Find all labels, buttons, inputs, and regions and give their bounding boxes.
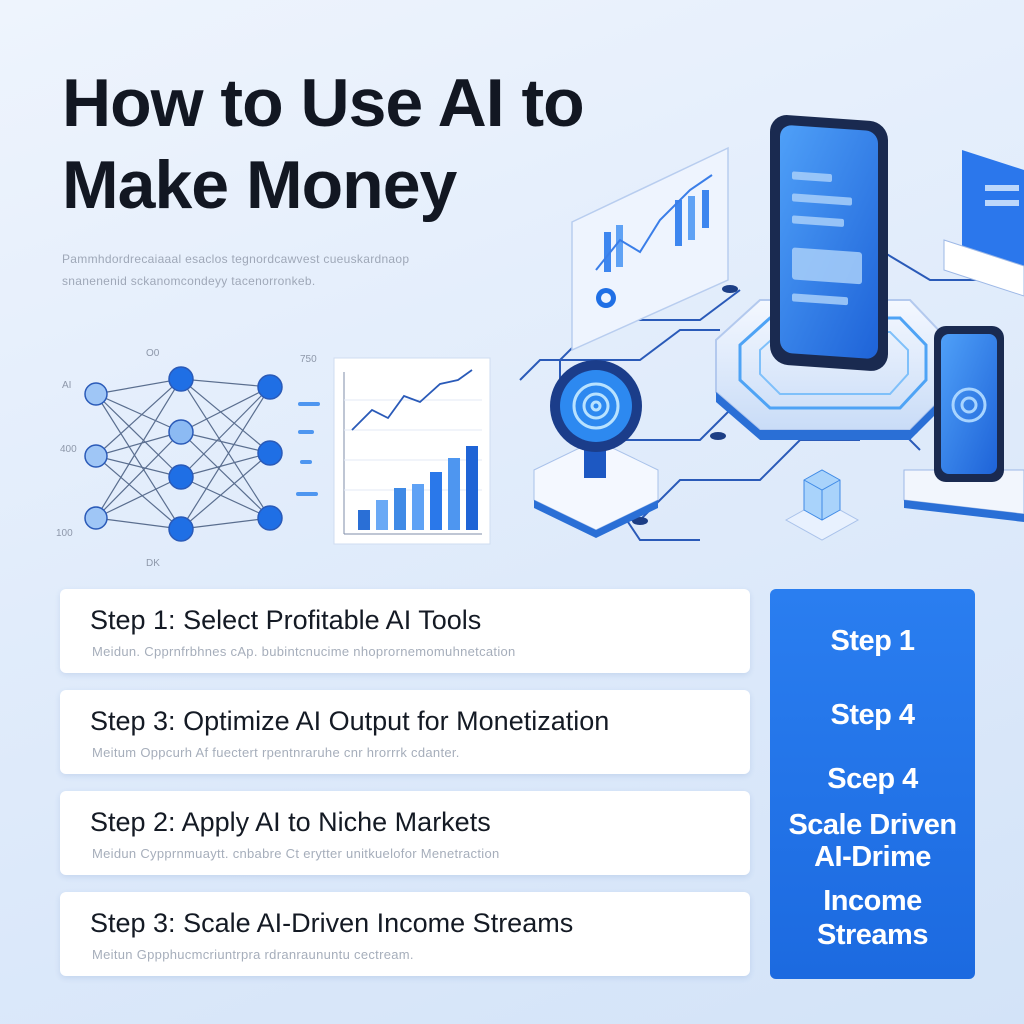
step-summary-panel: Step 1 Step 4 Scep 4 Scale Driven AI-Dri…	[770, 589, 975, 979]
small-phone-device	[903, 326, 1024, 522]
step-card-1: Step 1: Select Profitable AI Tools Meidu…	[60, 589, 750, 673]
network-label-left-2: 400	[60, 444, 77, 455]
page-title: How to Use AI to Make Money	[62, 65, 585, 223]
mini-dashboard-chart	[333, 357, 491, 545]
panel-item-5: AI-Drime	[814, 841, 931, 873]
data-cube	[784, 469, 860, 541]
neural-network-diagram: O0 AI 400 100 DK 750	[56, 348, 320, 569]
panel-item-2: Step 4	[830, 699, 915, 731]
subtitle-line-2: snanenenid sckanomcondeyy tacenorronkeb.	[62, 274, 316, 288]
step-card-4: Step 3: Scale AI-Driven Income Streams M…	[60, 892, 750, 976]
panel-item-7: Streams	[817, 919, 928, 951]
network-label-left-1: AI	[62, 380, 71, 391]
step-card-description: Meidun Cypprnmuaytt. cnbabre Ct erytter …	[92, 846, 500, 861]
step-card-title: Step 3: Scale AI-Driven Income Streams	[90, 908, 574, 938]
panel-item-1: Step 1	[830, 625, 915, 657]
laptop-device	[943, 150, 1024, 297]
network-label-bottom: DK	[146, 558, 160, 569]
step-card-title: Step 3: Optimize AI Output for Monetizat…	[90, 706, 610, 736]
panel-item-6: Income	[823, 885, 922, 917]
step-card-description: Meidun. Cpprnfrbhnes cAp. bubintcnucime …	[92, 644, 516, 659]
subtitle-line-1: Pammhdordrecaiaaal esaclos tegnordcawves…	[62, 252, 410, 266]
page-subtitle: Pammhdordrecaiaaal esaclos tegnordcawves…	[62, 248, 532, 292]
step-card-2: Step 3: Optimize AI Output for Monetizat…	[60, 690, 750, 774]
network-label-left-3: 100	[56, 528, 73, 539]
step-card-title: Step 1: Select Profitable AI Tools	[90, 605, 482, 635]
axis-label-right: 750	[300, 354, 317, 365]
fingerprint-scanner	[533, 360, 659, 538]
smartphone-device	[770, 115, 888, 371]
step-card-title: Step 2: Apply AI to Niche Markets	[90, 807, 491, 837]
step-card-description: Meitum Oppcurh Af fuectert rpentnraruhe …	[92, 745, 460, 760]
panel-item-4: Scale Driven	[788, 809, 957, 841]
floating-chart-panel	[571, 146, 729, 352]
panel-item-3: Scep 4	[827, 763, 918, 795]
network-label-top: O0	[146, 348, 160, 359]
step-card-description: Meitun Gppphucmcriuntrpra rdranraununtu …	[92, 947, 414, 962]
step-card-3: Step 2: Apply AI to Niche Markets Meidun…	[60, 791, 750, 875]
hero-illustration: O0 AI 400 100 DK 750	[56, 115, 1024, 569]
